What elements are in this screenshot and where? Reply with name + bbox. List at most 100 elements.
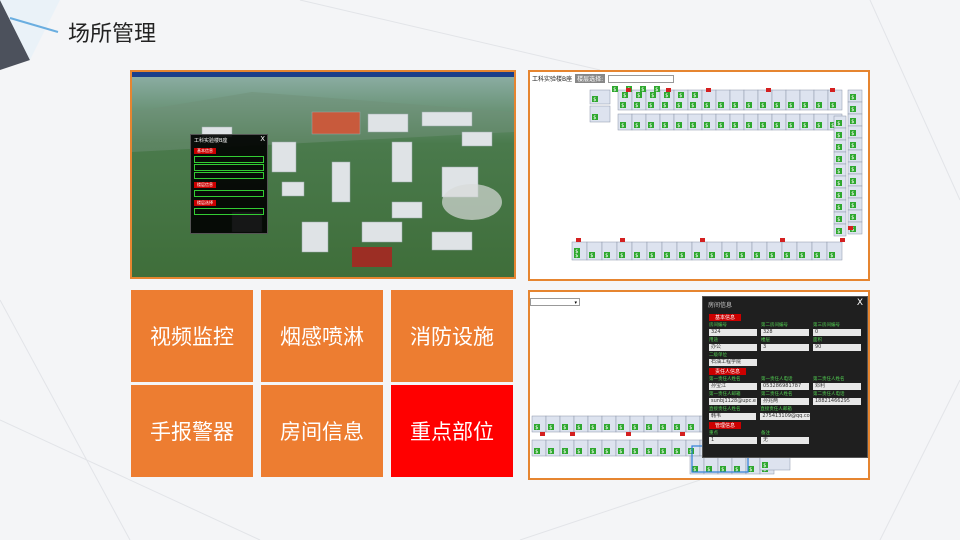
floor-select[interactable]: ▾ [530,298,580,306]
facility-marker-icon[interactable] [760,102,766,108]
facility-marker-icon[interactable] [829,252,835,258]
facility-marker-icon[interactable] [648,122,654,128]
facility-marker-icon[interactable] [646,448,652,454]
field-value[interactable]: 90 [813,344,861,351]
alarm-marker-icon[interactable] [620,238,625,242]
field-value[interactable]: 328 [761,329,809,336]
facility-marker-icon[interactable] [816,102,822,108]
facility-marker-icon[interactable] [692,466,698,472]
facility-marker-icon[interactable] [620,102,626,108]
field-value[interactable]: 1 [709,437,757,444]
facility-marker-icon[interactable] [576,424,582,430]
facility-marker-icon[interactable] [676,122,682,128]
field-value[interactable]: 孙宝江 [709,383,757,390]
facility-marker-icon[interactable] [709,252,715,258]
facility-marker-icon[interactable] [739,252,745,258]
facility-marker-icon[interactable] [830,102,836,108]
facility-marker-icon[interactable] [734,466,740,472]
facility-marker-icon[interactable] [694,252,700,258]
alarm-marker-icon[interactable] [700,238,705,242]
floor-plan-detail[interactable]: ▾ $$$$$$$$$$$$$$$$$$$$$$$$$$$$$$$$$$$ 房间… [528,290,870,480]
alarm-marker-icon[interactable] [666,88,671,92]
facility-marker-icon[interactable] [769,252,775,258]
facility-marker-icon[interactable] [802,122,808,128]
facility-marker-icon[interactable] [774,122,780,128]
facility-marker-icon[interactable] [660,424,666,430]
facility-marker-icon[interactable] [724,252,730,258]
facility-marker-icon[interactable] [836,216,842,222]
facility-marker-icon[interactable] [836,120,842,126]
facility-marker-icon[interactable] [732,102,738,108]
facility-marker-icon[interactable] [850,178,856,184]
facility-marker-icon[interactable] [640,86,646,92]
facility-marker-icon[interactable] [754,252,760,258]
alarm-marker-icon[interactable] [626,88,631,92]
facility-marker-icon[interactable] [850,202,856,208]
facility-marker-icon[interactable] [850,214,856,220]
facility-marker-icon[interactable] [634,252,640,258]
facility-marker-icon[interactable] [748,466,754,472]
facility-marker-icon[interactable] [746,102,752,108]
field-value[interactable]: 韩韦 [709,413,757,420]
field-value[interactable]: 275413109@qq.co [760,413,810,420]
facility-marker-icon[interactable] [574,248,580,254]
facility-marker-icon[interactable] [732,122,738,128]
facility-marker-icon[interactable] [784,252,790,258]
facility-marker-icon[interactable] [548,448,554,454]
alarm-marker-icon[interactable] [780,238,785,242]
popup-close-icon[interactable]: X [260,135,265,143]
facility-marker-icon[interactable] [690,102,696,108]
facility-marker-icon[interactable] [619,252,625,258]
facility-marker-icon[interactable] [662,122,668,128]
facility-marker-icon[interactable] [648,102,654,108]
alarm-marker-icon[interactable] [830,88,835,92]
field-value[interactable]: 孙兆两 [761,398,809,405]
alarm-marker-icon[interactable] [840,238,845,242]
facility-marker-icon[interactable] [636,92,642,98]
facility-marker-icon[interactable] [664,92,670,98]
field-value[interactable]: 石油工程学院 [709,359,757,366]
facility-marker-icon[interactable] [618,448,624,454]
facility-marker-icon[interactable] [590,448,596,454]
facility-marker-icon[interactable] [632,448,638,454]
facility-marker-icon[interactable] [576,448,582,454]
facility-marker-icon[interactable] [620,122,626,128]
facility-marker-icon[interactable] [562,448,568,454]
field-value[interactable]: 邓利 [813,383,861,390]
tile-room-info-button[interactable]: 房间信息 [261,385,383,477]
facility-marker-icon[interactable] [650,92,656,98]
facility-marker-icon[interactable] [836,192,842,198]
alarm-marker-icon[interactable] [848,226,853,230]
field-value[interactable]: 无 [761,437,809,444]
facility-marker-icon[interactable] [850,130,856,136]
alarm-marker-icon[interactable] [626,432,631,436]
facility-marker-icon[interactable] [746,122,752,128]
facility-marker-icon[interactable] [649,252,655,258]
alarm-marker-icon[interactable] [570,432,575,436]
tile-manual-alarm-button[interactable]: 手报警器 [131,385,253,477]
facility-marker-icon[interactable] [534,448,540,454]
facility-marker-icon[interactable] [850,142,856,148]
facility-marker-icon[interactable] [788,102,794,108]
facility-marker-icon[interactable] [676,102,682,108]
facility-marker-icon[interactable] [836,144,842,150]
facility-marker-icon[interactable] [634,122,640,128]
facility-marker-icon[interactable] [612,86,618,92]
alarm-marker-icon[interactable] [766,88,771,92]
field-value[interactable]: 18821466295 [813,398,861,405]
facility-marker-icon[interactable] [850,190,856,196]
facility-marker-icon[interactable] [850,94,856,100]
facility-marker-icon[interactable] [622,92,628,98]
facility-marker-icon[interactable] [690,122,696,128]
alarm-marker-icon[interactable] [680,432,685,436]
facility-marker-icon[interactable] [706,466,712,472]
facility-marker-icon[interactable] [788,122,794,128]
facility-marker-icon[interactable] [674,448,680,454]
facility-marker-icon[interactable] [802,102,808,108]
alarm-marker-icon[interactable] [540,432,545,436]
campus-aerial-map[interactable]: 工科实验楼B座 X 基本信息 楼层信息 楼层选择 [130,70,516,279]
facility-marker-icon[interactable] [592,114,598,120]
facility-marker-icon[interactable] [836,204,842,210]
facility-marker-icon[interactable] [534,424,540,430]
facility-marker-icon[interactable] [548,424,554,430]
